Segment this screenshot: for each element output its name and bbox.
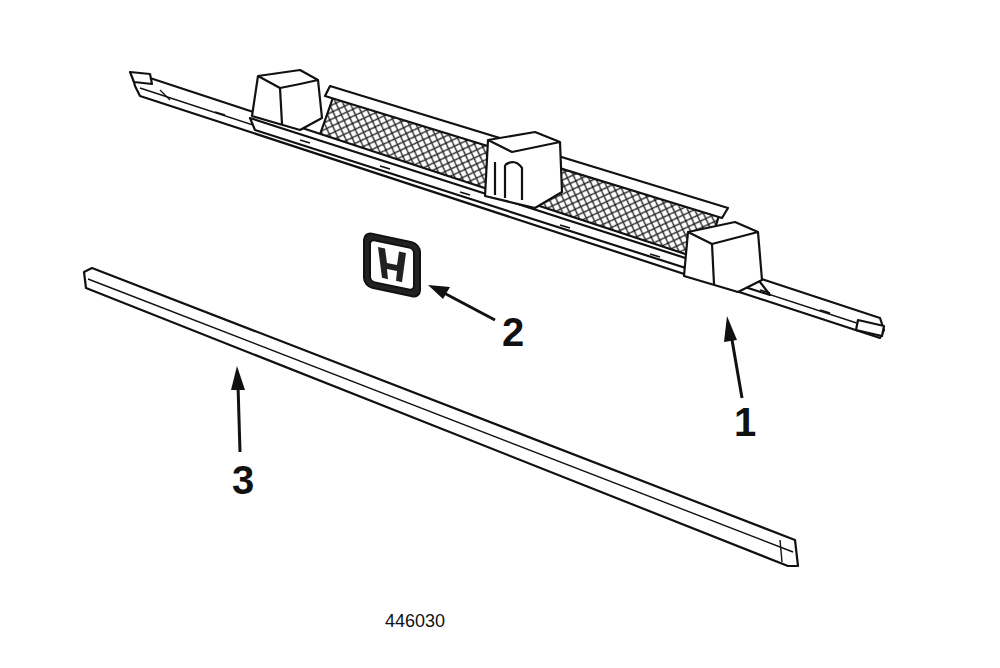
honda-emblem: [364, 232, 420, 298]
grille-part: [130, 70, 884, 338]
figure-code: 446030: [385, 612, 445, 630]
molding-part: [84, 268, 798, 566]
leader-arrows: [231, 285, 742, 452]
callout-number: 1: [734, 402, 756, 442]
callout-number: 2: [502, 312, 524, 352]
callout-number: 3: [232, 460, 254, 500]
